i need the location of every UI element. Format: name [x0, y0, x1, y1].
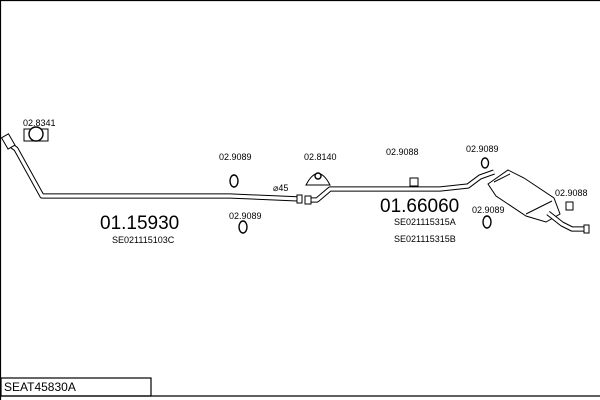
label-ring-2: 02.9089	[229, 211, 262, 221]
front-pipe-code: SE021115103C	[112, 235, 175, 245]
ring-1-icon	[229, 174, 239, 188]
ring-6-icon	[565, 201, 574, 211]
front-pipe	[0, 133, 303, 204]
rear-silencer-code-a: SE021115315A	[394, 217, 456, 227]
rear-silencer	[487, 169, 590, 234]
diagram-title: SEAT45830A	[4, 380, 76, 394]
hanger-mid-icon	[305, 172, 331, 186]
front-pipe-number: 01.15930	[100, 213, 179, 234]
label-ring-5: 02.9089	[472, 205, 505, 215]
label-ring-1: 02.9089	[219, 152, 252, 162]
label-diameter: ⌀45	[273, 183, 288, 193]
ring-2-icon	[238, 220, 248, 234]
title-box	[0, 377, 152, 397]
label-hanger-mid: 02.8140	[304, 152, 337, 162]
ring-5-icon	[482, 215, 492, 229]
ring-3-icon	[409, 177, 419, 187]
rear-pipe	[304, 169, 495, 205]
ring-4-icon	[480, 157, 490, 169]
rear-silencer-number: 01.66060	[380, 196, 459, 217]
label-ring-3: 02.9088	[386, 147, 419, 157]
label-ring-6: 02.9088	[555, 188, 588, 198]
clamp-front-icon	[23, 126, 49, 142]
rear-silencer-code-b: SE021115315B	[394, 234, 456, 244]
label-clamp-front: 02.8341	[23, 118, 56, 128]
label-ring-4: 02.9089	[466, 144, 499, 154]
